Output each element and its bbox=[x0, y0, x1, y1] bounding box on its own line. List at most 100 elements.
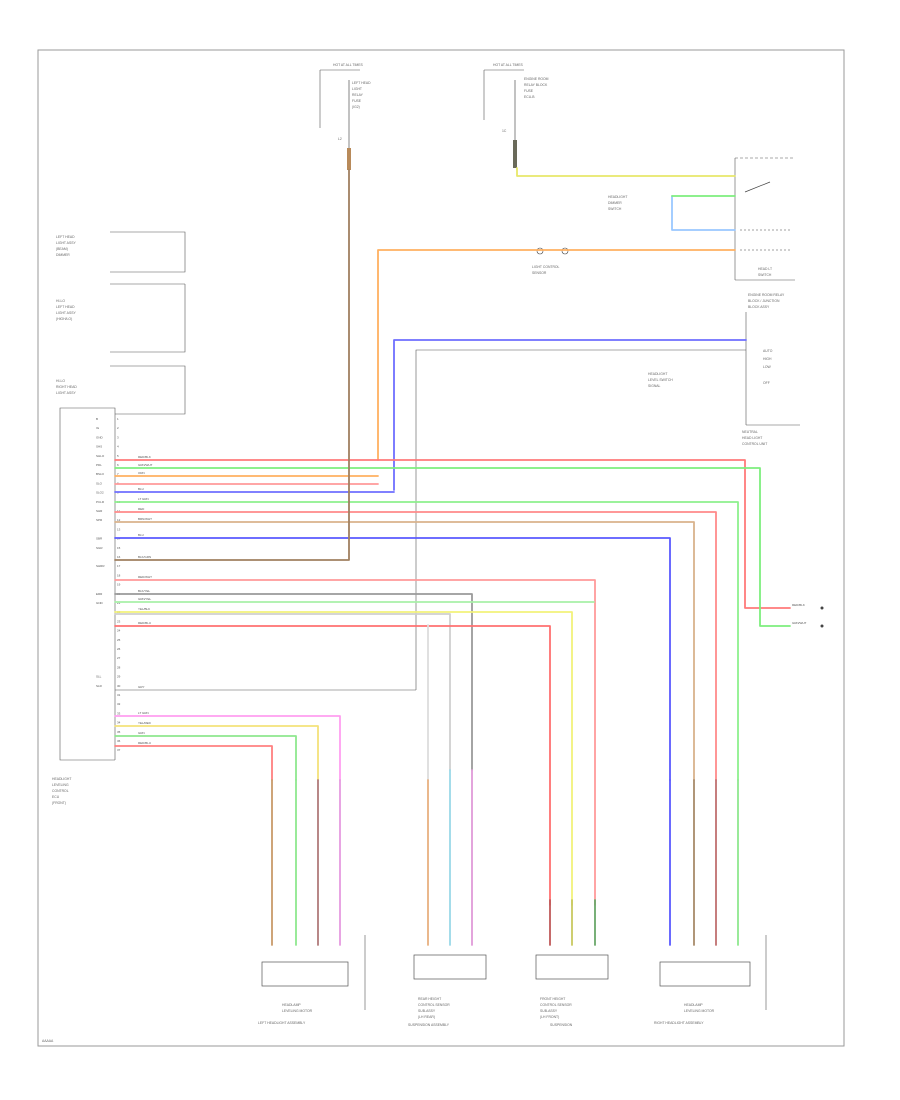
combo-switch-label-2: DIMMER bbox=[608, 201, 622, 205]
ecu-pin-number: 2 bbox=[117, 426, 119, 430]
ecu-pin-name: BSLO bbox=[96, 472, 105, 476]
fuse-left-line-3: RELAY bbox=[352, 93, 364, 97]
left-module-1-line-2: LIGHT ASSY bbox=[56, 241, 76, 245]
ecu-pin-number: 29 bbox=[117, 675, 121, 679]
ecu-pin-number: 23 bbox=[117, 619, 121, 623]
rear-sensor-caption: SUSPENSION ASSEMBLY bbox=[408, 1023, 450, 1027]
wire-red-5 bbox=[114, 745, 273, 781]
power-source-pin-3: LOW bbox=[763, 365, 772, 369]
power-source-pin-2: HIGH bbox=[763, 357, 772, 361]
wire-tan bbox=[114, 521, 695, 781]
wire-green-1 bbox=[114, 467, 791, 627]
wire-label-gray: BLK/YEL bbox=[138, 589, 151, 593]
right-connector-green: GRN/WHT bbox=[792, 621, 824, 628]
wire-red-3 bbox=[114, 579, 596, 906]
ecu-pin-number: 19 bbox=[117, 583, 121, 587]
fuse-right-line-2: RELAY BLOCK bbox=[524, 83, 548, 87]
ecu-label-3: CONTROL bbox=[52, 789, 69, 793]
ecu-pin-number: 4 bbox=[117, 445, 119, 449]
right-connector-red-label: RED/BLK bbox=[792, 603, 805, 607]
wire-label-red-3: RED/WHT bbox=[138, 575, 152, 579]
light-control-sensor: LIGHT CONTROL SENSOR bbox=[532, 247, 569, 275]
wire-label-tan: BRN/WHT bbox=[138, 517, 152, 521]
ecu-pin-number: 28 bbox=[117, 665, 121, 669]
ecu-pin-number: 36 bbox=[117, 739, 121, 743]
wire-red-1 bbox=[114, 459, 791, 609]
rear-sensor-line-1: REAR HEIGHT bbox=[418, 997, 441, 1001]
ecu-pin-number: 17 bbox=[117, 564, 121, 568]
fuse-left-pin: L2 bbox=[338, 137, 342, 141]
power-source-caption-3: CONTROL UNIT bbox=[742, 442, 767, 446]
ecu-pin-name: SHLO bbox=[96, 454, 105, 458]
ecu-label-2: LEVELING bbox=[52, 783, 69, 787]
combo-switch-label-3: SWITCH bbox=[608, 207, 622, 211]
fuse-left-line-4: FUSE bbox=[352, 99, 362, 103]
left-module-1-line-4: DIMMER bbox=[56, 253, 70, 257]
rear-sensor-line-2: CONTROL SENSOR bbox=[418, 1003, 450, 1007]
wire-gray-h bbox=[114, 593, 473, 771]
ecu-pin-number: 1 bbox=[117, 417, 119, 421]
wire-label-yellow: YEL/BLK bbox=[138, 607, 150, 611]
wire-label-red-2: RED bbox=[138, 507, 145, 511]
ecu-pin-number: 24 bbox=[117, 629, 121, 633]
ecu-pin-number: 26 bbox=[117, 647, 121, 651]
wire-yellow bbox=[114, 611, 573, 906]
wire-combo-lightblue bbox=[671, 195, 736, 231]
ecu: 1B2IG3GND4SHS5SHLO6PDL7BSLO8SLO9SLO210PC… bbox=[52, 407, 121, 805]
wire-label-blue-1: BLU bbox=[138, 487, 144, 491]
wire-label-brown: BLK/GRN bbox=[138, 555, 151, 559]
ecu-pin-number: 6 bbox=[117, 463, 119, 467]
light-control-label-1: LIGHT CONTROL bbox=[532, 265, 560, 269]
front-sensor-line-4: (LH FRONT) bbox=[540, 1015, 559, 1019]
fuse-right-line-3: FUSE bbox=[524, 89, 534, 93]
rear-sensor-wires bbox=[427, 769, 473, 946]
ecu-pin-name: SBR bbox=[96, 537, 103, 541]
ecu-pin-number: 32 bbox=[117, 702, 121, 706]
fuse-right-line-4: ECU-B bbox=[524, 95, 535, 99]
wire-pink bbox=[114, 715, 341, 781]
ecu-pin-number: 31 bbox=[117, 693, 121, 697]
rear-sensor-line-3: SUB-ASSY bbox=[418, 1009, 436, 1013]
ecu-label-5: (FRONT) bbox=[52, 801, 66, 805]
ecu-pin-number: 3 bbox=[117, 435, 119, 439]
ecu-pin-name: SLO bbox=[96, 481, 103, 485]
wire-label-gray-2: GRY bbox=[138, 685, 144, 689]
left-module-2-line-3: LIGHT ASSY bbox=[56, 311, 76, 315]
front-sensor: FRONT HEIGHT CONTROL SENSOR SUB-ASSY (LH… bbox=[535, 954, 609, 1027]
power-source-pin-4: OFF bbox=[763, 381, 770, 385]
wire-gray-top bbox=[415, 349, 746, 690]
right-actuator-line-1: HEADLAMP bbox=[684, 1003, 703, 1007]
ecu-pin-name: SLL bbox=[96, 675, 102, 679]
left-actuator-caption: LEFT HEADLIGHT ASSEMBLY bbox=[258, 1021, 306, 1025]
ecu-pin-name: SHRR bbox=[96, 564, 105, 568]
ecu-pin-number: 21 bbox=[117, 601, 121, 605]
ecu-pin-name: PDL bbox=[96, 463, 102, 467]
fuse-left-line-5: (IG2) bbox=[352, 105, 360, 109]
fuse-right-line-1: ENGINE ROOM bbox=[524, 77, 549, 81]
ecu-pin-name: SHR bbox=[96, 509, 103, 513]
left-module-1-line-1: LEFT HEAD bbox=[56, 235, 75, 239]
ecu-pin-name: B bbox=[96, 417, 98, 421]
power-source-title-2: BLOCK / JUNCTION bbox=[748, 299, 780, 303]
ecu-pin-name: PCLR bbox=[96, 500, 105, 504]
right-connector-green-label: GRN/WHT bbox=[792, 621, 806, 625]
right-connector-red: RED/BLK bbox=[792, 603, 824, 610]
wire-label-green-1: GRN/WHT bbox=[138, 463, 152, 467]
wire-orange-top bbox=[377, 249, 736, 461]
right-actuator-line-2: LEVELING MOTOR bbox=[684, 1009, 715, 1013]
power-source-label-1: HEADLIGHT bbox=[648, 372, 667, 376]
ecu-pin-name: SGR bbox=[96, 546, 103, 550]
wire-label-red-5: RED/BLU bbox=[138, 741, 151, 745]
wire-blue-2 bbox=[114, 537, 671, 781]
power-source-label-2: LEVEL SWITCH bbox=[648, 378, 673, 382]
left-module-3-line-1: HI-LO bbox=[56, 379, 65, 383]
wire-green-4 bbox=[114, 735, 297, 781]
right-actuator: HEADLAMP LEVELING MOTOR RIGHT HEADLIGHT … bbox=[654, 935, 767, 1025]
front-sensor-line-1: FRONT HEIGHT bbox=[540, 997, 565, 1001]
left-module-3-line-2: RIGHT HEAD bbox=[56, 385, 77, 389]
combo-switch-caption-1: HEAD LT bbox=[758, 267, 772, 271]
ecu-pin-number: 25 bbox=[117, 638, 121, 642]
front-sensor-line-3: SUB-ASSY bbox=[540, 1009, 558, 1013]
front-sensor-line-2: CONTROL SENSOR bbox=[540, 1003, 572, 1007]
ecu-pin-number: 7 bbox=[117, 472, 119, 476]
